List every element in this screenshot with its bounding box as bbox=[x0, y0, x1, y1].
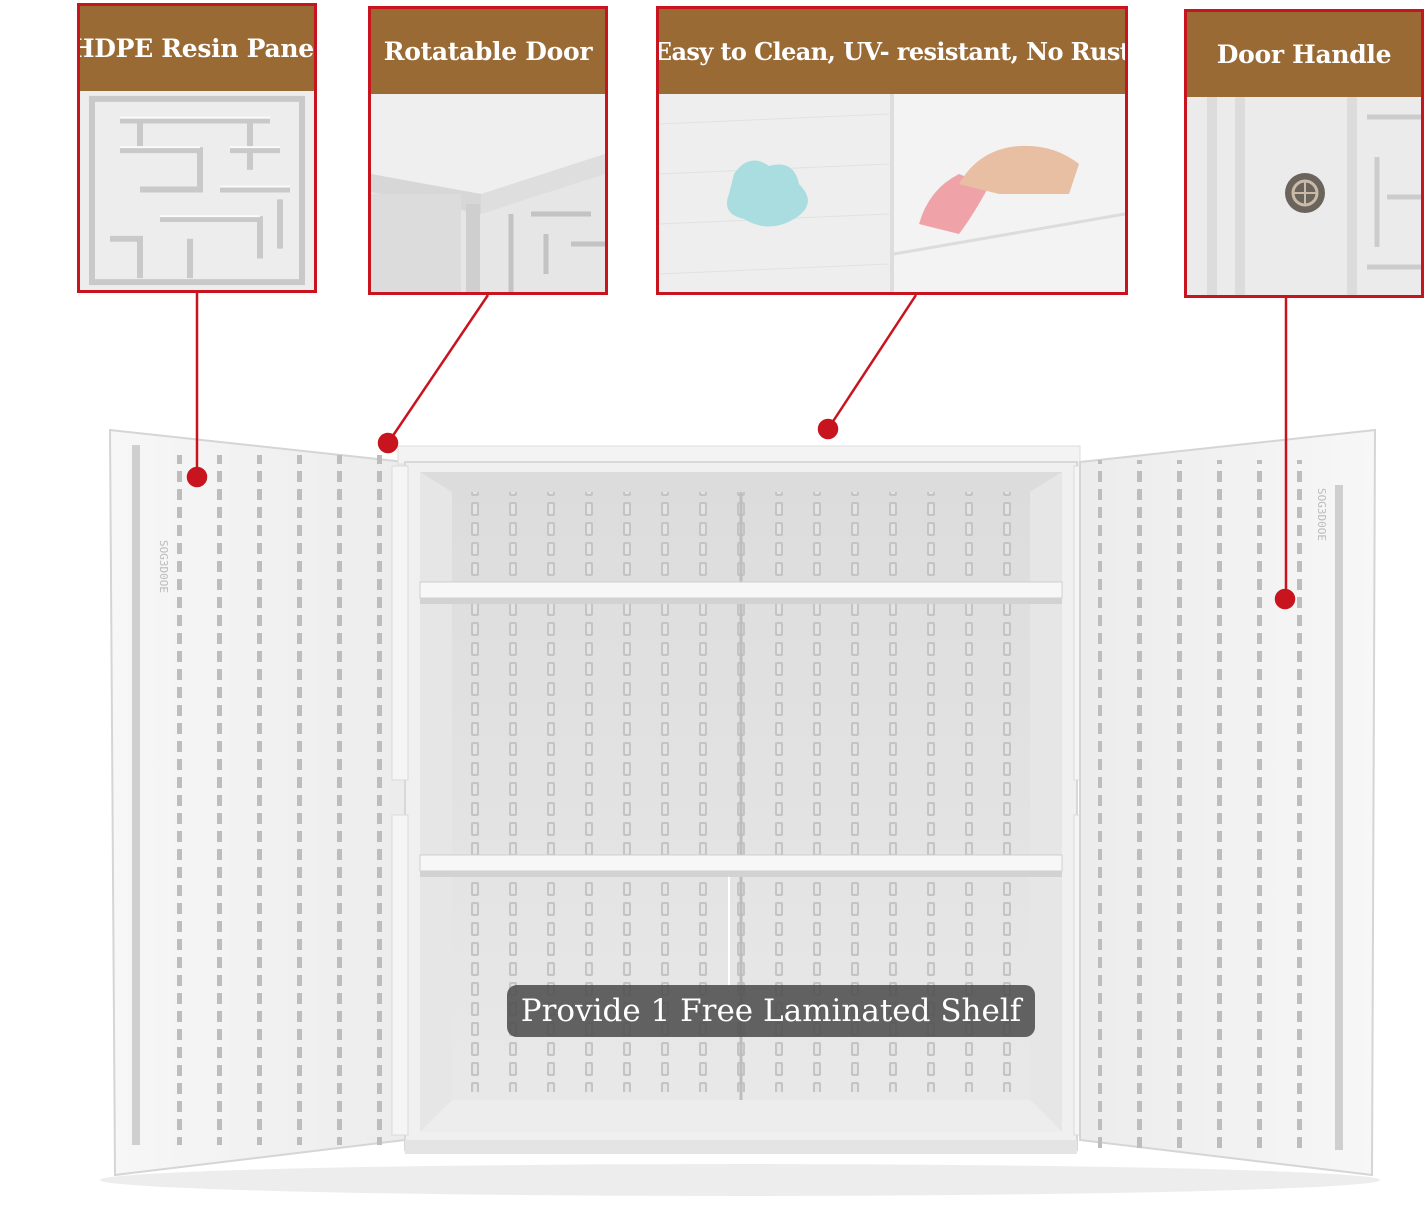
callout-label: Door Handle bbox=[1187, 12, 1421, 97]
callout-door-handle: Door Handle bbox=[1184, 9, 1424, 298]
callout-label: Rotatable Door bbox=[371, 9, 605, 94]
callout-easy-to-clean: Easy to Clean, UV- resistant, No Rust bbox=[656, 6, 1128, 295]
hand bbox=[959, 145, 1079, 194]
cleaning-demo-image bbox=[659, 94, 1125, 292]
callout-rotatable-door: Rotatable Door bbox=[368, 6, 608, 295]
spill-stain bbox=[726, 160, 808, 227]
free-shelf-caption: Provide 1 Free Laminated Shelf bbox=[507, 985, 1035, 1037]
cleaning-sponge bbox=[919, 174, 989, 234]
svg-text:SOG3D0OE: SOG3D0OE bbox=[157, 540, 170, 593]
connector-lines bbox=[186, 293, 1296, 610]
lower-shelf bbox=[419, 854, 1063, 872]
upper-shelf bbox=[419, 581, 1063, 599]
callout-label: HDPE Resin Panel bbox=[80, 6, 314, 91]
callout-hdpe-resin-panel: HDPE Resin Panel bbox=[77, 3, 317, 293]
door-hinge-closeup-image bbox=[371, 94, 605, 292]
svg-text:SOG3D0OE: SOG3D0OE bbox=[1315, 488, 1328, 541]
door-handle-closeup-image bbox=[1187, 97, 1421, 295]
resin-panel-texture-image bbox=[80, 91, 314, 290]
callout-label: Easy to Clean, UV- resistant, No Rust bbox=[659, 9, 1125, 94]
